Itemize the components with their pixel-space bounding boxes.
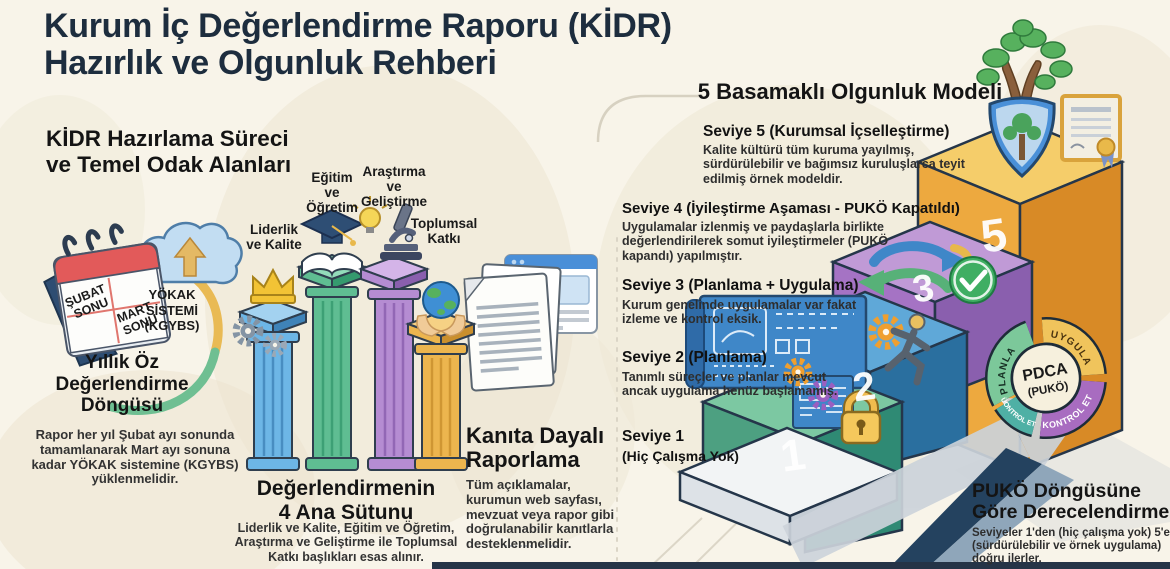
level-4-title: Seviye 4 (İyileştirme Aşaması - PUKÖ Kap…	[622, 200, 960, 217]
page-title: Kurum İç Değerlendirme Raporu (KİDR) Haz…	[44, 7, 672, 83]
pillar-education	[296, 253, 368, 471]
level-4-description: Uygulamalar izlenmiş ve paydaşlarla birl…	[622, 220, 889, 263]
level-3-title: Seviye 3 (Planlama + Uygulama)	[622, 277, 859, 294]
gear-icon	[807, 379, 839, 411]
pillars-section-heading: Değerlendirmenin 4 Ana Sütunu	[256, 477, 436, 524]
lightbulb-icon	[352, 196, 388, 233]
lock-icon	[840, 390, 882, 445]
hands-globe-icon	[416, 281, 466, 337]
level-2-title: Seviye 2 (Planlama)	[622, 349, 767, 366]
calendar-icon: ŞUBAT SONU MART SONU	[43, 223, 172, 367]
running-person-icon	[884, 313, 931, 386]
microscope-icon	[380, 203, 422, 260]
rating-section-heading: PUKÖ Döngüsüne Göre Derecelendirme	[972, 480, 1170, 524]
gear-icon	[783, 357, 813, 387]
pillar-label-education: Eğitim ve Öğretim	[306, 170, 358, 216]
document-sheet-icon	[463, 272, 555, 392]
pillar-research	[358, 255, 430, 471]
steel-stripe	[926, 464, 1074, 569]
navy-stripe	[888, 448, 1042, 569]
level-3-description: Kurum genelinde uygulamalar var fakat iz…	[622, 298, 857, 327]
pillar-label-research: Araştırma ve Geliştirme	[360, 164, 428, 210]
yokak-system-label: YÖKAK SİSTEMİ (KGYBS)	[144, 287, 200, 334]
level-5-description: Kalite kültürü tüm kuruma yayılmış, sürd…	[703, 143, 965, 186]
evidence-description: Tüm açıklamalar, kurumun web sayfası, me…	[466, 477, 615, 552]
maturity-section-heading: 5 Basamaklı Olgunluk Modeli	[697, 79, 1003, 104]
bottom-bar	[432, 562, 1170, 569]
evidence-section-heading: Kanıta Dayalı Raporlama	[466, 423, 605, 472]
check-circle-icon	[949, 256, 997, 304]
tree-icon	[976, 19, 1073, 131]
pillar-leadership-quality	[237, 298, 309, 471]
graduation-cap-book-icon	[299, 208, 365, 279]
pillar-label-leadership: Liderlik ve Kalite	[246, 222, 302, 253]
maturity-staircase: PDCA (PUKÖ) PLANLA UYGULA KONTROL ET ÜON…	[676, 19, 1170, 569]
documents-icon	[463, 254, 598, 392]
pdca-wheel-icon: PDCA (PUKÖ) PLANLA UYGULA KONTROL ET ÜON…	[985, 317, 1107, 440]
process-description: Rapor her yıl Şubat ayı sonunda tamamlan…	[31, 427, 239, 487]
shield-icon	[988, 96, 1056, 179]
annual-cycle-title: Yıllık Öz Değerlendirme Döngüsü	[55, 352, 189, 417]
level-2-description: Tanımlı süreçler ve planlar mevcut ancak…	[622, 370, 838, 399]
certificate-icon	[1060, 94, 1122, 168]
pillar-label-social: Toplumsal Katkı	[410, 216, 478, 247]
process-section-heading: KİDR Hazırlama Süreci ve Temel Odak Alan…	[46, 126, 292, 177]
gears-icon	[232, 315, 287, 357]
level-5-title: Seviye 5 (Kurumsal İçselleştirme)	[703, 123, 950, 140]
blueprint-icon	[685, 294, 868, 390]
rating-description: Seviyeler 1'den (hiç çalışma yok) 5'e (s…	[972, 527, 1170, 566]
level-1-description: (Hiç Çalışma Yok)	[622, 448, 739, 464]
crown-icon	[250, 267, 296, 304]
level-1-title: Seviye 1	[622, 428, 685, 445]
pillars-description: Liderlik ve Kalite, Eğitim ve Öğretim, A…	[234, 521, 458, 564]
